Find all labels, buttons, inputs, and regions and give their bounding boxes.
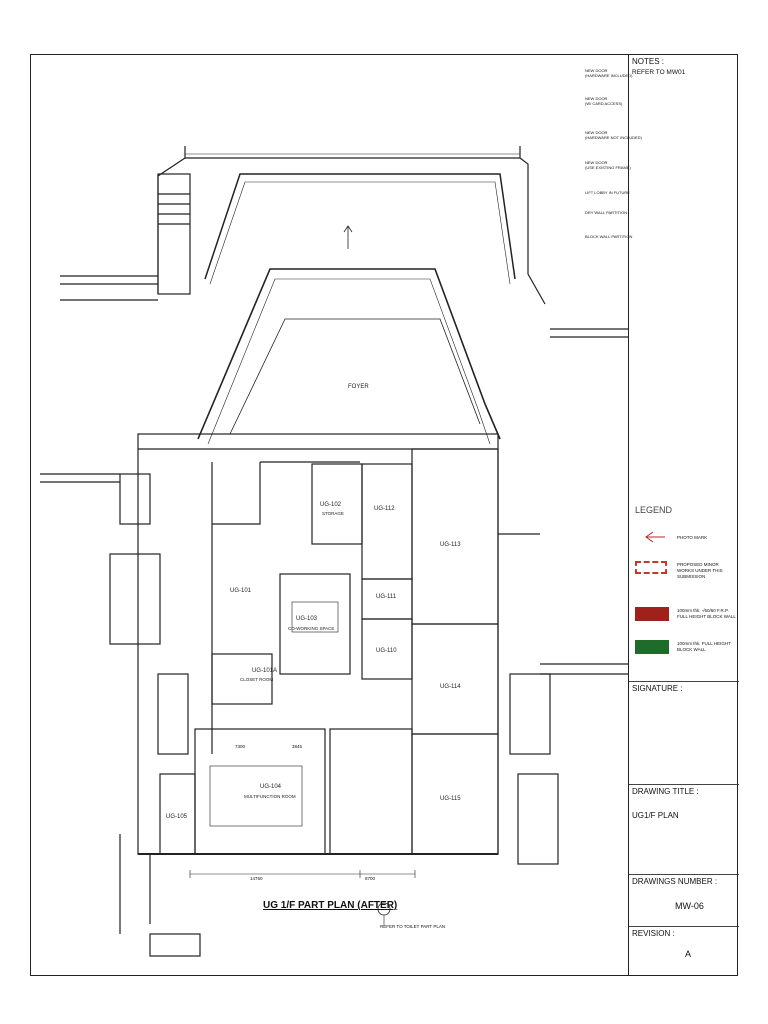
room-label: MULTIFUNCTION ROOM [244,794,296,799]
room-label: UG-101 [230,588,252,594]
red-swatch [635,607,669,621]
drawing-number-label: DRAWINGS NUMBER : [632,877,718,886]
drawing-title-label: DRAWING TITLE : [632,787,699,796]
drawing-sheet [30,54,738,976]
room-label: UG-113 [440,542,461,548]
room-label: STORAGE [322,511,344,516]
drawing-title-cell: DRAWING TITLE : UG1/F PLAN [629,784,739,874]
legend-item-label: 100mm thk. FULL HEIGHT BLOCK WALL [677,641,731,652]
legend-item-label: PHOTO MARK [677,535,708,540]
dimension-label: 3845 [292,744,303,749]
plan-title: UG 1/F PART PLAN (AFTER) [263,900,398,911]
notes-text: REFER TO MW01 [632,69,686,76]
dimension-label: 14750 [250,876,263,881]
revision-value: A [685,949,692,959]
revision-cell: REVISION : A [629,926,739,976]
drawing-number-value: MW-06 [675,901,704,911]
keynote-item: DRY WALL PARTITION [585,210,628,215]
room-label: UG-104 [260,784,282,790]
room-label: UG-114 [440,684,461,690]
room-label: UG-103 [296,616,318,622]
dimension-label: 7300 [235,744,246,749]
keynote-item: NEW DOOR(HARDWARE INCLUDED) [585,68,633,78]
legend-item-label: PROPOSED MINOR WORKS UNDER THIS SUBMISSI… [677,562,723,579]
green-swatch [635,640,669,654]
keynote-item: NEW DOOR(W/ CARD ACCESS) [585,96,623,106]
room-label: UG-112 [374,506,395,512]
arrow-icon [643,530,667,549]
floor-plan: FOYER UG-102 STORAGE UG-112 UG-113 UG-10… [30,54,642,976]
room-label: UG-105 [166,814,188,820]
signature-label: SIGNATURE : [632,684,683,693]
keynote-item: BLOCK WALL PARTITION [585,234,633,239]
notes-label: NOTES : [632,57,665,66]
room-label: UG-101A [252,668,278,674]
title-block: NOTES : REFER TO MW01 LEGEND PHOTO MARK … [628,54,739,976]
room-label: CLOSET ROOM [240,677,274,682]
drawing-title-value: UG1/F PLAN [632,811,679,820]
signature-cell: SIGNATURE : [629,681,739,784]
floor-plan-drawing [40,146,628,957]
keynote-item: NEW DOOR(HARDWARE NOT INCLUDED) [585,130,642,140]
room-label: UG-110 [376,648,397,654]
keynote-item: NEW DOOR(USE EXISTING FRAME) [585,160,631,170]
toilet-plan-reference: REFER TO TOILET PART PLAN [380,924,446,929]
room-label: FOYER [348,384,369,390]
revision-label: REVISION : [632,929,675,938]
dimension-label: 8700 [365,876,376,881]
room-label: UG-111 [376,594,397,600]
room-label: UG-115 [440,796,461,802]
red-dashed-box [635,561,667,574]
room-label: CO-WORKING SPACE [288,626,335,631]
legend-title: LEGEND [635,505,673,515]
legend-item-label: 100mm thk. -/60/60 F.R.P. FULL HEIGHT BL… [677,608,736,619]
room-label: UG-102 [320,502,342,508]
keynote-item: LIFT LOBBY IN FUTURE [585,190,630,195]
drawing-number-cell: DRAWINGS NUMBER : MW-06 [629,874,739,926]
